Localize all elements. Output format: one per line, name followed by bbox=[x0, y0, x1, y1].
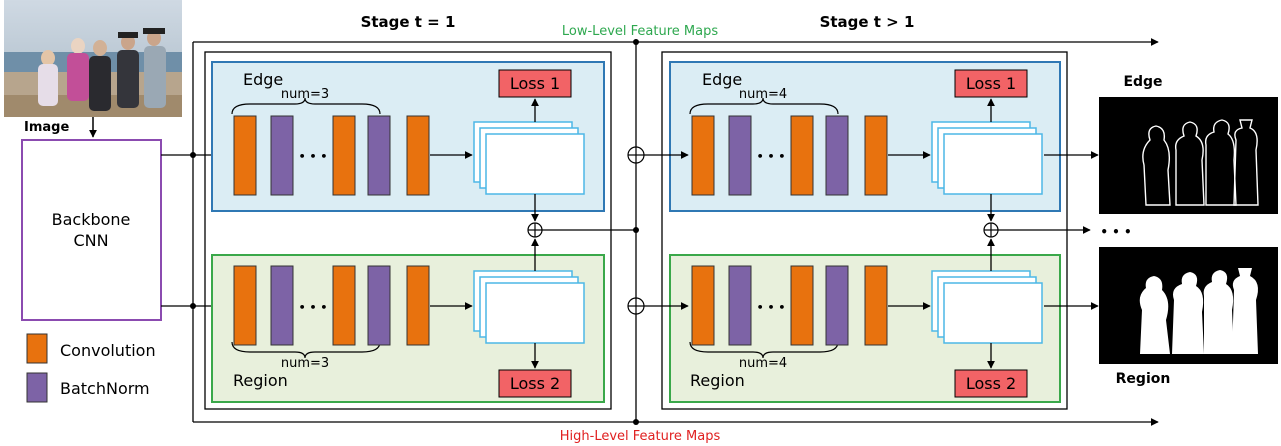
stage-1-fusion-circle bbox=[527, 222, 543, 238]
input-photo bbox=[4, 0, 182, 117]
stage-1-loss1-box bbox=[498, 69, 572, 98]
stage-n-edge-ellipsis: • • • bbox=[757, 150, 786, 163]
stage-n-region-conv-layer bbox=[864, 265, 888, 346]
stage-1-edge-batchnorm-layer bbox=[367, 115, 391, 196]
stage-1-region-batchnorm-layer bbox=[270, 265, 294, 346]
junction-dot bbox=[633, 39, 639, 45]
stage-1-region-brace bbox=[231, 341, 381, 359]
stage-1-edge-ellipsis: • • • bbox=[299, 150, 328, 163]
more-outputs-dots: • • • bbox=[1100, 225, 1131, 239]
stage-1-region-count: num=3 bbox=[281, 356, 329, 371]
stage-n-fusion-circle bbox=[983, 222, 999, 238]
backbone-label-line2: CNN bbox=[73, 231, 108, 250]
stage-1-region-batchnorm-layer bbox=[367, 265, 391, 346]
stage-n-loss1-label: Loss 1 bbox=[966, 74, 1016, 93]
stage-n-region-label: Region bbox=[690, 371, 745, 390]
layer-blocks bbox=[233, 115, 888, 346]
stage-n-edge-conv-layer bbox=[864, 115, 888, 196]
stage-n-region-feature-stack bbox=[931, 270, 1043, 344]
stage-1-edge-batchnorm-layer bbox=[270, 115, 294, 196]
stage-1-edge-brace bbox=[231, 97, 381, 115]
stage-n-edge-count: num=4 bbox=[739, 87, 787, 102]
stage-n-region-conv-layer bbox=[790, 265, 814, 346]
stage-1-edge-conv-layer bbox=[233, 115, 257, 196]
stage-n-title: Stage t > 1 bbox=[820, 13, 915, 31]
stage-1-loss2-label: Loss 2 bbox=[510, 374, 560, 393]
stage-1-region-label: Region bbox=[233, 371, 288, 390]
stage-n-region-count: num=4 bbox=[739, 356, 787, 371]
stage-n-edge-batchnorm-layer bbox=[728, 115, 752, 196]
stage-1-edge-conv-layer bbox=[332, 115, 356, 196]
stage-1-edge-conv-layer bbox=[406, 115, 430, 196]
stage-n-edge-input-sum bbox=[627, 146, 645, 164]
stage-n-edge-feature-stack bbox=[931, 121, 1043, 195]
stage-n-loss2-label: Loss 2 bbox=[966, 374, 1016, 393]
stage-1-region-conv-layer bbox=[233, 265, 257, 346]
stage-n-loss1-box bbox=[954, 69, 1028, 98]
stage-n-region-ellipsis: • • • bbox=[757, 301, 786, 314]
legend-batchnorm-label: BatchNorm bbox=[60, 379, 150, 398]
legend-convolution-swatch bbox=[26, 333, 48, 364]
stage-n-region-brace bbox=[689, 341, 839, 359]
backbone-cnn-box bbox=[21, 139, 162, 321]
high-level-feature-maps-label: High-Level Feature Maps bbox=[560, 429, 721, 444]
stage-n-region-batchnorm-layer bbox=[728, 265, 752, 346]
edge-result-image bbox=[1099, 97, 1278, 214]
stage-1-edge-count: num=3 bbox=[281, 87, 329, 102]
stage-n-loss2-box bbox=[954, 369, 1028, 398]
legend-batchnorm-swatch bbox=[26, 372, 48, 403]
legend-convolution-label: Convolution bbox=[60, 341, 156, 360]
backbone-label-line1: Backbone bbox=[52, 210, 131, 229]
stage-1-edge-label: Edge bbox=[243, 70, 283, 89]
junction-dot bbox=[633, 419, 639, 425]
stage-1-loss1-label: Loss 1 bbox=[510, 74, 560, 93]
stage-n-edge-label: Edge bbox=[702, 70, 742, 89]
stage-n-edge-conv-layer bbox=[691, 115, 715, 196]
stage-n-edge-brace bbox=[689, 97, 839, 115]
stage-n-edge-batchnorm-layer bbox=[825, 115, 849, 196]
image-label: Image bbox=[24, 120, 69, 135]
stage-n-region-conv-layer bbox=[691, 265, 715, 346]
stage-1-region-conv-layer bbox=[406, 265, 430, 346]
edge-result-label: Edge bbox=[1123, 74, 1162, 90]
region-result-label: Region bbox=[1116, 371, 1171, 387]
stage-1-edge-feature-stack bbox=[473, 121, 585, 195]
region-result-image bbox=[1099, 247, 1278, 364]
stage-n-edge-conv-layer bbox=[790, 115, 814, 196]
stage-1-loss2-box bbox=[498, 369, 572, 398]
stage-1-region-feature-stack bbox=[473, 270, 585, 344]
low-level-feature-maps-label: Low-Level Feature Maps bbox=[562, 24, 718, 39]
stage-1-region-conv-layer bbox=[332, 265, 356, 346]
stage-n-region-input-sum bbox=[627, 297, 645, 315]
stage-1-region-ellipsis: • • • bbox=[299, 301, 328, 314]
stage-n-region-batchnorm-layer bbox=[825, 265, 849, 346]
stage-1-title: Stage t = 1 bbox=[361, 13, 456, 31]
